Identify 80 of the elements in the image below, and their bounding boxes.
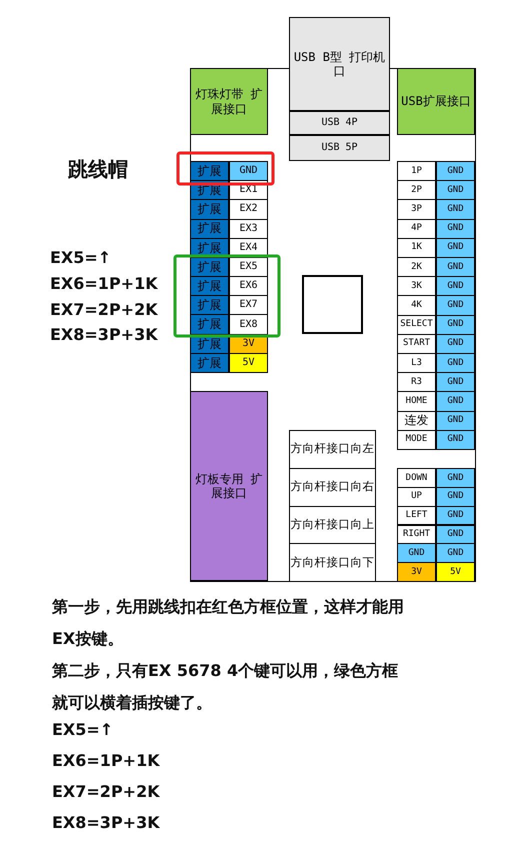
pin-label: EX6 [229, 276, 268, 296]
pin-label: GND [436, 410, 475, 431]
pin-label: EX3 [229, 218, 268, 239]
pin-label: GND [436, 372, 475, 392]
instruction-text: 第一步，先用跳线扣在红色方框位置，这样才能用EX按键。 [52, 596, 405, 650]
joystick-port-box: 方向杆接口向上 [289, 506, 376, 544]
pin-label: 3K [397, 276, 436, 296]
pin-label: 1P [397, 161, 436, 182]
chip-box [302, 275, 363, 334]
pin-label: 扩展 [190, 218, 229, 239]
pin-label: EX5 [229, 256, 268, 278]
pin-label: 扩展 [190, 295, 229, 316]
pin-label: GND [436, 276, 475, 296]
pin-label: GND [436, 314, 475, 335]
pin-label: GND [397, 543, 436, 564]
pin-label: L3 [397, 353, 436, 374]
key-mapping-note: EX7=2P+2K [50, 300, 158, 319]
pin-label: GND [229, 161, 268, 182]
pin-label: GND [436, 353, 475, 374]
pin-label: GND [436, 295, 475, 316]
pin-label: 扩展 [190, 256, 229, 278]
usb-port-box: USB B型 打印机口 [289, 17, 390, 111]
led-strip-port-box: 灯珠灯带 扩展接口 [190, 68, 268, 135]
pin-label: MODE [397, 430, 436, 450]
pin-label: 扩展 [190, 276, 229, 296]
key-mapping-note: EX8=3P+3K [52, 813, 160, 832]
pin-label: GND [436, 218, 475, 239]
pin-label: GND [436, 524, 475, 544]
pin-label: 4K [397, 295, 436, 316]
pin-label: GND [436, 180, 475, 200]
key-mapping-note: EX5=↑ [52, 720, 114, 739]
pin-label: 3P [397, 199, 436, 220]
pin-label: GND [436, 468, 475, 488]
pin-label: SELECT [397, 314, 436, 335]
pin-label: 连发 [397, 410, 436, 431]
pin-label: GND [436, 391, 475, 412]
pin-label: 扩展 [190, 199, 229, 220]
joystick-port-box: 方向杆接口向右 [289, 468, 376, 506]
pin-label: 5V [436, 562, 475, 582]
pin-label: GND [436, 506, 475, 526]
pin-label: 3V [397, 562, 436, 582]
pin-label: EX2 [229, 199, 268, 220]
pin-label: 5V [229, 352, 268, 373]
pin-label: 扩展 [190, 161, 229, 182]
key-mapping-note: EX8=3P+3K [50, 325, 158, 344]
pin-label: GND [436, 257, 475, 278]
pin-label: GND [436, 161, 475, 182]
pin-label: GND [436, 238, 475, 258]
key-mapping-note: EX7=2P+2K [52, 782, 160, 801]
pin-label: RIGHT [397, 524, 436, 544]
heading: 跳线帽 [68, 156, 128, 183]
key-mapping-note: EX6=1P+1K [52, 751, 160, 770]
pin-label: GND [436, 199, 475, 220]
usb-port-box: USB 5P [289, 135, 390, 161]
usb-expansion-port-box: USB扩展接口 [397, 68, 475, 135]
pin-label: EX7 [229, 295, 268, 316]
pin-label: 1K [397, 238, 436, 258]
pin-label: DOWN [397, 468, 436, 488]
pin-label: UP [397, 486, 436, 507]
pin-label: GND [436, 430, 475, 450]
key-mapping-note: EX5=↑ [50, 248, 112, 267]
instruction-text: 第二步，只有EX 5678 4个键可以用，绿色方框就可以横着插按键了。 [52, 660, 400, 714]
pin-label: 2K [397, 257, 436, 278]
pin-label: LEFT [397, 506, 436, 526]
led-board-port-box: 灯板专用 扩展接口 [190, 391, 268, 581]
pin-label: EX8 [229, 314, 268, 335]
usb-port-box: USB 4P [289, 111, 390, 135]
pin-label: 4P [397, 218, 436, 239]
pin-label: GND [436, 543, 475, 564]
joystick-port-box: 方向杆接口向下 [289, 543, 376, 582]
pin-label: 2P [397, 180, 436, 200]
pin-label: GND [436, 334, 475, 354]
joystick-port-box: 方向杆接口向左 [289, 430, 376, 469]
key-mapping-note: EX6=1P+1K [50, 274, 158, 293]
pin-label: GND [436, 486, 475, 507]
pin-label: 扩展 [190, 352, 229, 373]
pin-label: HOME [397, 391, 436, 412]
pin-label: R3 [397, 372, 436, 392]
pin-label: START [397, 334, 436, 354]
pin-label: 扩展 [190, 314, 229, 335]
